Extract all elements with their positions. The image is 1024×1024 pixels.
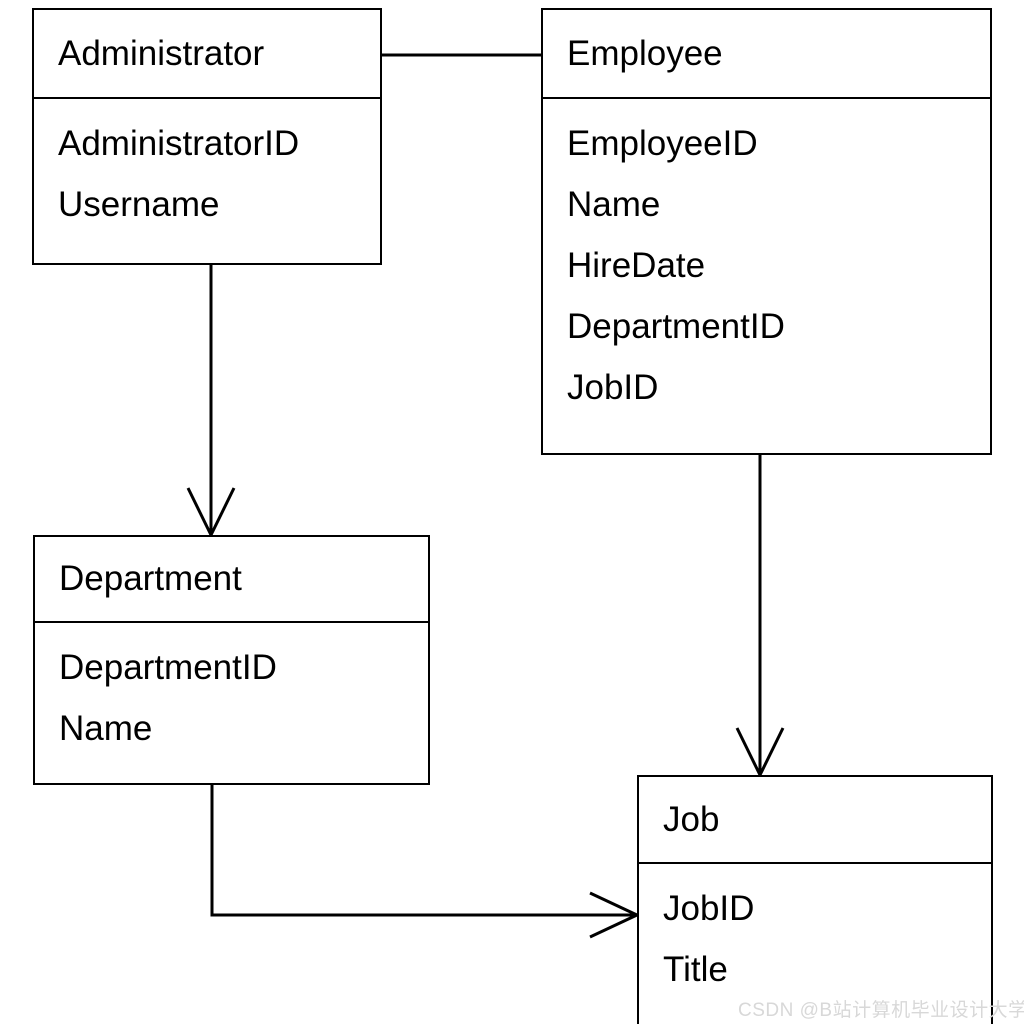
entity-attributes-department: DepartmentID Name bbox=[35, 623, 428, 759]
crows-foot-marker-job-left bbox=[589, 891, 638, 939]
attribute-row: Name bbox=[567, 185, 661, 224]
entity-box-department[interactable]: Department DepartmentID Name bbox=[33, 535, 430, 785]
entity-title-job: Job bbox=[663, 799, 720, 839]
entity-attributes-employee: EmployeeID Name HireDate DepartmentID Jo… bbox=[543, 99, 990, 418]
crows-foot-marker-job-top bbox=[735, 727, 785, 776]
attribute-row: Name bbox=[59, 709, 153, 748]
entity-title-department: Department bbox=[59, 559, 242, 598]
entity-header-employee: Employee bbox=[543, 10, 990, 99]
crows-foot-marker-department bbox=[186, 487, 236, 536]
attribute-row: EmployeeID bbox=[567, 124, 758, 163]
entity-attributes-job: JobID Title bbox=[639, 864, 991, 1000]
relationship-administrator-department bbox=[186, 265, 236, 536]
attribute-row: JobID bbox=[663, 889, 755, 928]
attribute-row: DepartmentID bbox=[567, 307, 785, 346]
attribute-row: JobID bbox=[567, 368, 659, 407]
entity-title-administrator: Administrator bbox=[58, 33, 265, 73]
relationship-employee-job bbox=[735, 455, 785, 776]
attribute-row: DepartmentID bbox=[59, 648, 277, 687]
attribute-row: Title bbox=[663, 950, 728, 989]
attribute-row: AdministratorID bbox=[58, 124, 300, 163]
entity-header-administrator: Administrator bbox=[34, 10, 380, 99]
entity-header-job: Job bbox=[639, 777, 991, 864]
attribute-row: Username bbox=[58, 185, 220, 224]
entity-title-employee: Employee bbox=[567, 33, 723, 73]
entity-box-administrator[interactable]: Administrator AdministratorID Username bbox=[32, 8, 382, 265]
relationship-department-job bbox=[210, 785, 638, 939]
attribute-row: HireDate bbox=[567, 246, 706, 285]
entity-attributes-administrator: AdministratorID Username bbox=[34, 99, 380, 235]
connector-line-department-job bbox=[210, 785, 637, 917]
entity-box-employee[interactable]: Employee EmployeeID Name HireDate Depart… bbox=[541, 8, 992, 455]
entity-header-department: Department bbox=[35, 537, 428, 623]
entity-box-job[interactable]: Job JobID Title bbox=[637, 775, 993, 1024]
